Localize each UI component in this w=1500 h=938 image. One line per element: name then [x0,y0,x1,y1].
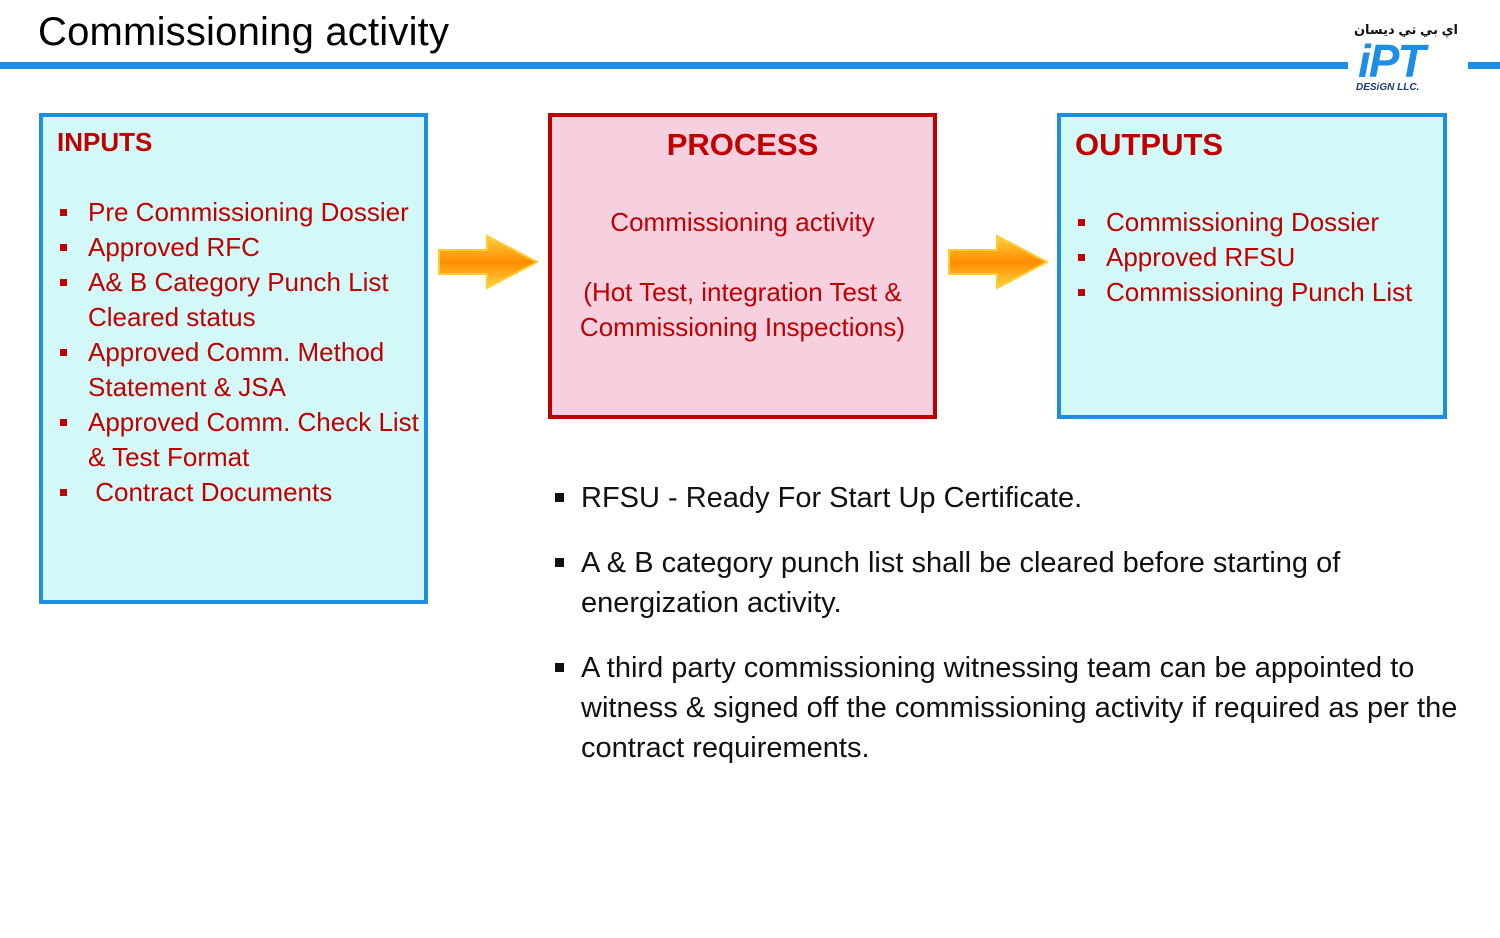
outputs-list: Commissioning Dossier Approved RFSU Comm… [1062,205,1442,310]
company-logo: اي بي تي ديسان iPT DESiGN LLC. [1352,18,1482,96]
process-activity: Commissioning activity [610,207,875,237]
logo-mark: iPT [1358,35,1426,87]
outputs-heading: OUTPUTS [1075,127,1224,162]
title-divider-end [1468,62,1500,69]
outputs-box: OUTPUTS Commissioning Dossier Approved R… [1057,113,1447,419]
list-item: Approved RFC [44,230,424,265]
inputs-box: INPUTS Pre Commissioning Dossier Approve… [39,113,428,604]
process-box: PROCESS Commissioning activity (Hot Test… [548,113,937,419]
bullet-icon [60,244,67,251]
list-item: Contract Documents [44,475,424,510]
logo-subtitle: DESiGN LLC. [1356,82,1420,93]
process-detail: (Hot Test, integration Test & Commission… [579,277,906,342]
bullet-icon [555,493,564,502]
inputs-list: Pre Commissioning Dossier Approved RFC A… [44,195,424,510]
bullet-icon [60,279,67,286]
inputs-heading: INPUTS [57,127,153,157]
bullet-icon [1078,219,1085,226]
list-item: Commissioning Dossier [1062,205,1442,240]
notes-list: RFSU - Ready For Start Up Certificate. A… [553,478,1473,793]
list-item: Approved RFSU [1062,240,1442,275]
list-item: A& B Category Punch List Cleared status [44,265,424,335]
list-item: Commissioning Punch List [1062,275,1442,310]
process-description: Commissioning activity (Hot Test, integr… [562,205,923,345]
bullet-icon [60,419,67,426]
logo-arabic-text: اي بي تي ديسان [1353,22,1458,37]
note-item: A third party commissioning witnessing t… [553,648,1473,768]
flow-arrow-icon [438,234,540,290]
bullet-icon [555,558,564,567]
note-item: RFSU - Ready For Start Up Certificate. [553,478,1473,518]
bullet-icon [555,663,564,672]
bullet-icon [60,209,67,216]
list-item: Approved Comm. Method Statement & JSA [44,335,424,405]
bullet-icon [60,489,67,496]
list-item: Approved Comm. Check List & Test Format [44,405,424,475]
flow-arrow-icon [948,234,1050,290]
page-title: Commissioning activity [38,10,450,54]
note-item: A & B category punch list shall be clear… [553,543,1473,623]
bullet-icon [60,349,67,356]
title-divider [0,62,1348,69]
list-item: Pre Commissioning Dossier [44,195,424,230]
bullet-icon [1078,289,1085,296]
bullet-icon [1078,254,1085,261]
process-heading: PROCESS [666,127,819,162]
